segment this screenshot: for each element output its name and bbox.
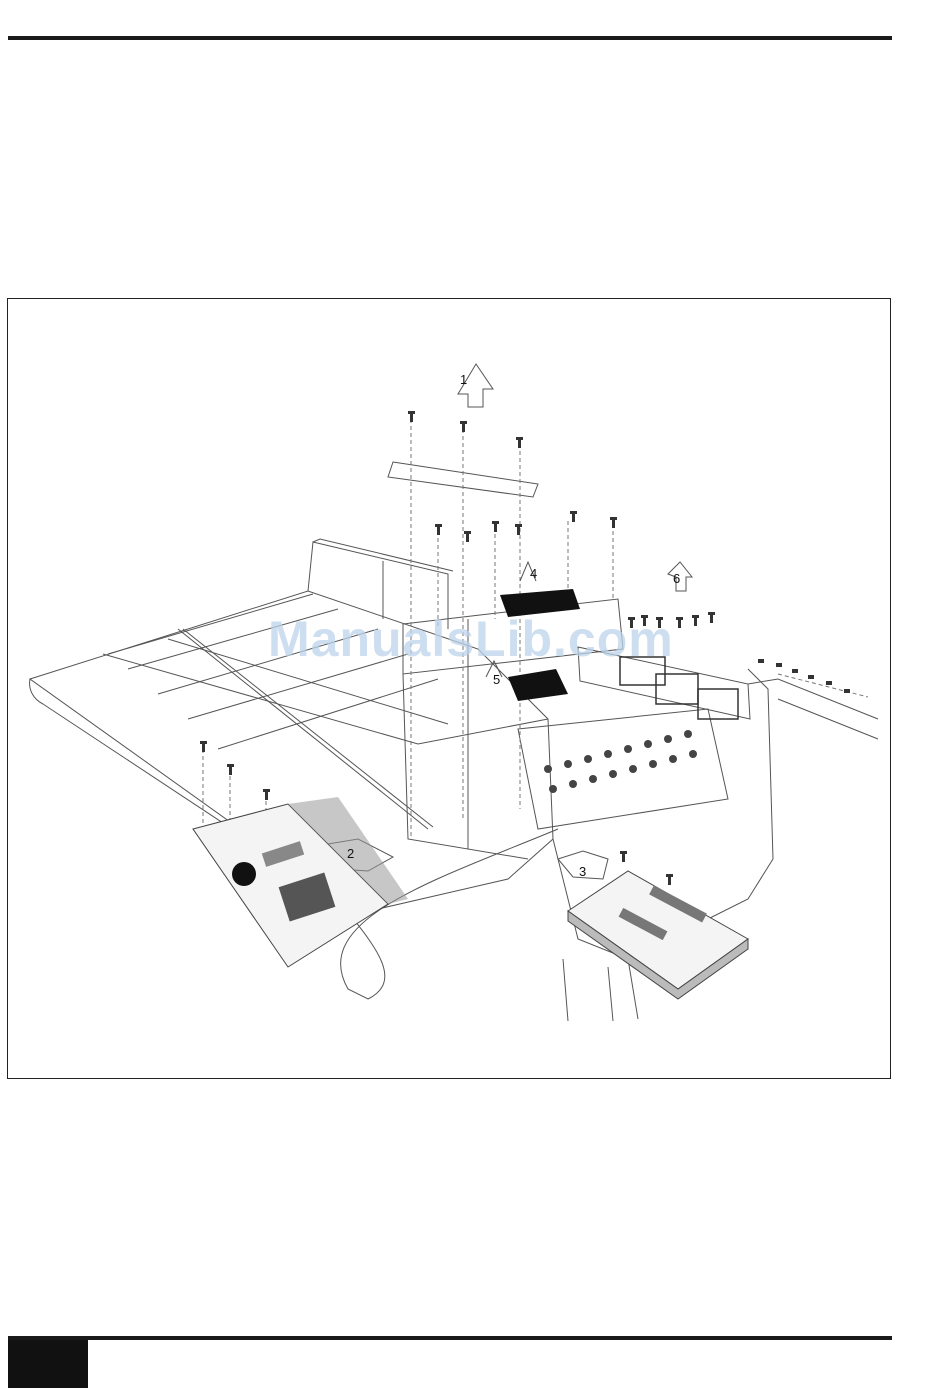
callout-2: 2 [347,846,354,861]
console-exploded-view [8,299,892,1080]
callout-1: 1 [460,372,467,387]
callout-4: 4 [530,566,537,581]
exploded-diagram-frame [7,298,891,1079]
footer-rule [8,1336,892,1340]
callout-5: 5 [493,672,500,687]
header-rule [8,36,892,40]
watermark-text: ManualsLib.com [268,610,674,668]
callout-3: 3 [579,864,586,879]
page-number-tab [8,1340,88,1388]
callout-6: 6 [673,571,680,586]
